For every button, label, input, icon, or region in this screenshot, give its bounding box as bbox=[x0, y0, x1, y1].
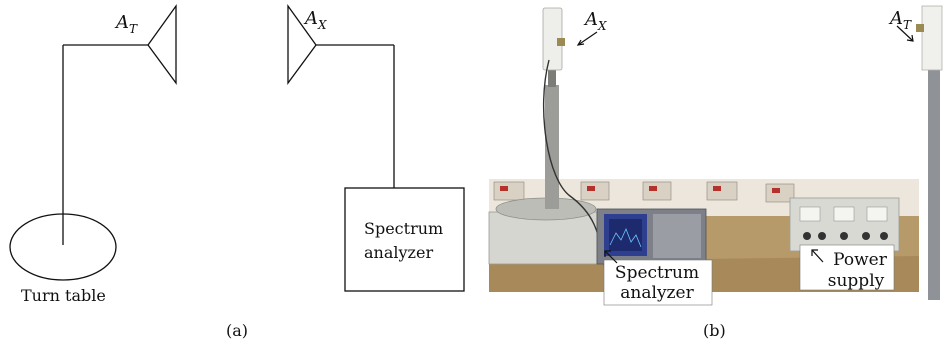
wall-sockets bbox=[493, 181, 795, 203]
photo-analyzer-label-line1: Spectrum bbox=[615, 263, 699, 283]
schematic-panel bbox=[9, 3, 465, 292]
photo-power-supply bbox=[789, 197, 900, 252]
turntable-label: Turn table bbox=[21, 286, 106, 305]
analyzer-label-line2: analyzer bbox=[364, 243, 433, 262]
photo-rx-mast bbox=[545, 85, 559, 209]
photo-power-label-line1: Power bbox=[833, 250, 888, 270]
photo-panel bbox=[488, 5, 943, 306]
photo-tx-mast bbox=[928, 70, 940, 300]
photo-label-a-t: AT bbox=[888, 8, 912, 32]
photo-tx-antenna bbox=[921, 5, 943, 71]
rx-horn-antenna-icon bbox=[287, 3, 317, 85]
arrow-power bbox=[811, 249, 824, 263]
spectrum-analyzer-box bbox=[344, 187, 465, 292]
photo-label-a-x: AX bbox=[583, 9, 607, 33]
photo-power-label-line2: supply bbox=[828, 271, 885, 291]
analyzer-label-line1: Spectrum bbox=[364, 219, 443, 238]
tx-horn-antenna-icon bbox=[147, 3, 177, 85]
label-a-x: AX bbox=[303, 8, 327, 32]
arrow-analyzer bbox=[604, 250, 618, 264]
caption-a: (a) bbox=[226, 321, 248, 340]
arrow-at bbox=[896, 25, 914, 42]
photo-analyzer-label-line2: analyzer bbox=[620, 283, 694, 303]
label-a-t: AT bbox=[114, 12, 138, 36]
arrow-ax bbox=[577, 31, 598, 46]
photo-turntable-base bbox=[488, 211, 598, 265]
caption-b: (b) bbox=[703, 321, 726, 340]
